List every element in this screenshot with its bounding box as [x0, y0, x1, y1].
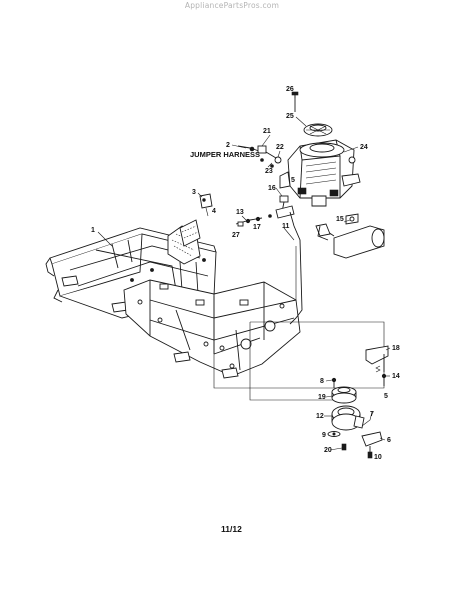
- callout-14: 14: [392, 373, 400, 380]
- callout-4: 4: [212, 208, 216, 215]
- page-number: 11/12: [221, 524, 242, 534]
- fuel-filter: [268, 195, 295, 219]
- callout-12: 12: [316, 413, 324, 420]
- callout-26: 26: [286, 86, 294, 93]
- callout-13: 13: [236, 209, 244, 216]
- callout-19: 19: [318, 394, 326, 401]
- callout-1: 1: [91, 227, 95, 234]
- leader-lines: [197, 94, 391, 451]
- callouts: 26 25 24 21 2 22 23 3 4 16 5 13 17 27 11…: [91, 86, 400, 461]
- muffler: [315, 213, 385, 259]
- callout-3: 3: [192, 189, 196, 196]
- throttle-bracket: [179, 193, 213, 247]
- engine-assembly: [279, 139, 361, 207]
- hose-clamps: [235, 216, 263, 227]
- callout-23: 23: [265, 168, 273, 175]
- callout-8: 8: [320, 378, 324, 385]
- callout-24: 24: [360, 144, 368, 151]
- callout-16: 16: [268, 185, 276, 192]
- jumper-harness-label: JUMPER HARNESS: [190, 150, 260, 159]
- mower-frame: [45, 225, 301, 379]
- callout-22: 22: [276, 144, 284, 151]
- callout-25: 25: [286, 113, 294, 120]
- callout-5-clutch: 5: [384, 393, 388, 400]
- callout-10: 10: [374, 454, 382, 461]
- callout-17: 17: [253, 224, 261, 231]
- callout-7: 7: [370, 411, 374, 418]
- callout-15: 15: [336, 216, 344, 223]
- fuel-line: [289, 211, 303, 325]
- callout-18: 18: [392, 345, 400, 352]
- callout-11: 11: [282, 223, 290, 230]
- callout-21: 21: [263, 128, 271, 135]
- watermark: AppliancePartsPros.com: [184, 1, 280, 10]
- callout-27: 27: [232, 232, 240, 239]
- callout-5-engine: 5: [291, 177, 295, 184]
- flywheel-screen: [303, 123, 333, 137]
- callout-9: 9: [322, 432, 326, 439]
- cable-routing-lines: [213, 227, 385, 401]
- callout-2: 2: [226, 142, 230, 149]
- electric-clutch-assembly: [327, 345, 389, 459]
- callout-20: 20: [324, 447, 332, 454]
- callout-6: 6: [387, 437, 391, 444]
